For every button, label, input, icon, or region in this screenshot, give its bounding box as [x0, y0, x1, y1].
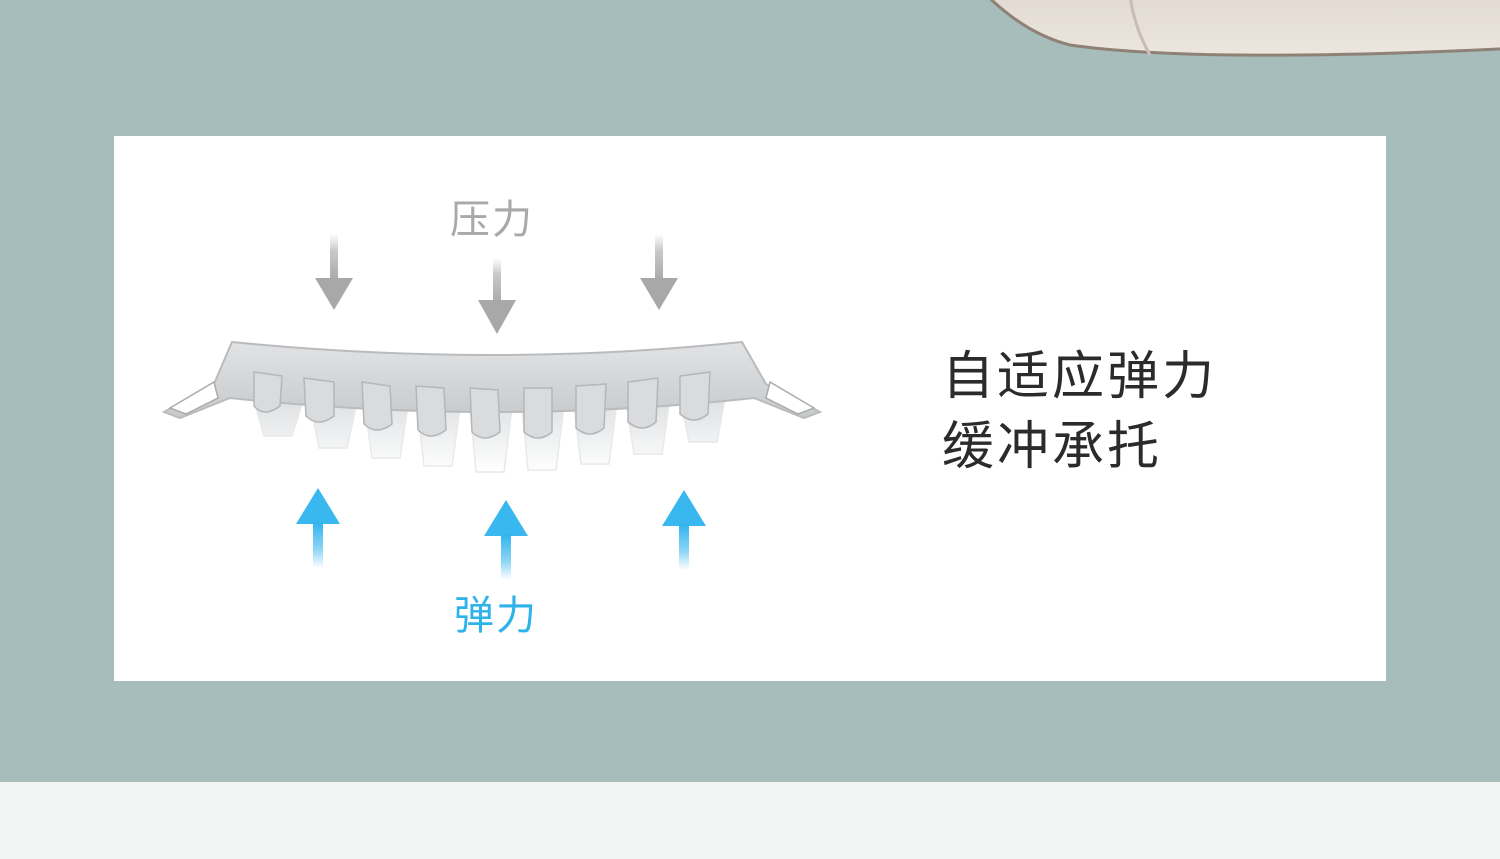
footer-band — [0, 782, 1500, 859]
pressure-label: 压力 — [450, 200, 534, 240]
support-slat — [164, 342, 820, 472]
pressure-arrow-center — [478, 258, 516, 334]
pressure-arrow-right — [640, 234, 678, 310]
feature-line-2: 缓冲承托 — [942, 412, 1217, 482]
feature-headline: 自适应弹力 缓冲承托 — [942, 342, 1217, 482]
elastic-label: 弹力 — [454, 596, 538, 636]
product-edge — [900, 0, 1500, 60]
elastic-arrow-left — [296, 488, 340, 568]
elastic-arrow-right — [662, 490, 706, 570]
feature-line-1: 自适应弹力 — [942, 342, 1217, 412]
pressure-arrow-left — [315, 234, 353, 310]
info-card: 压力 弹力 自适应弹力 缓冲承托 — [114, 136, 1386, 681]
elastic-arrow-center — [484, 500, 528, 580]
